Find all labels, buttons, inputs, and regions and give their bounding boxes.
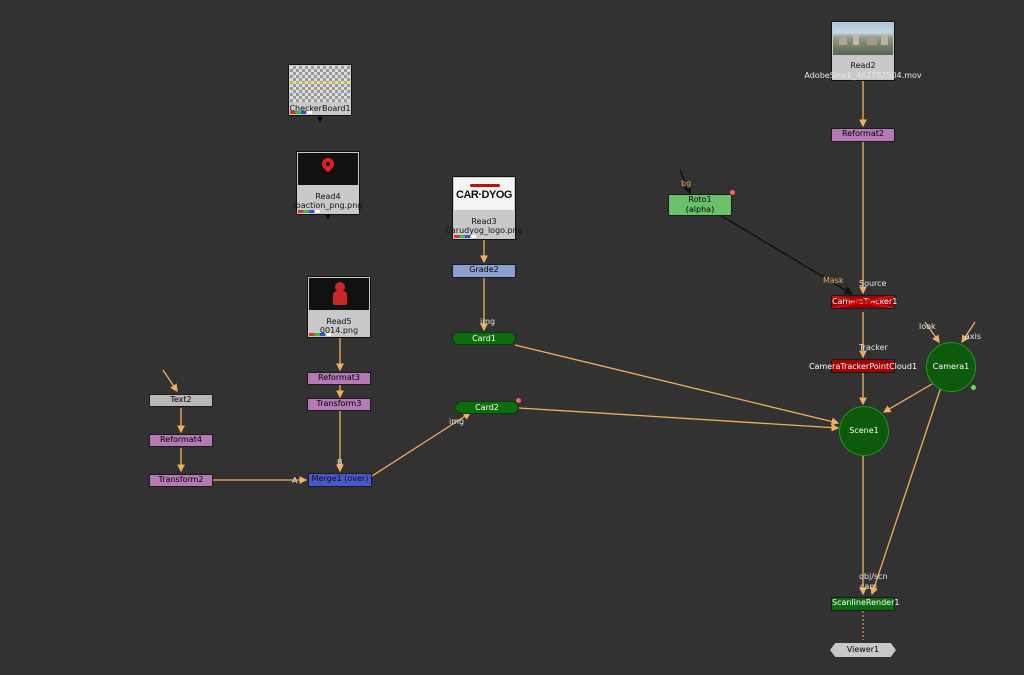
input-label-bg: bg (681, 179, 692, 188)
read2-thumbnail (833, 23, 893, 55)
read4-node[interactable]: Read4 loaction_png.png (294, 151, 362, 215)
checkerboard-label: CheckerBoard1 (289, 104, 351, 113)
checkerboard-thumbnail (290, 66, 350, 102)
edge-camera-scanline (870, 383, 943, 596)
read5-node[interactable]: Read5 0014.png (307, 276, 371, 338)
text2-node[interactable]: Text2 (149, 394, 213, 407)
input-label-look: look (919, 322, 936, 331)
edge-bg-roto (679, 169, 692, 195)
reformat4-node[interactable]: Reformat4 (149, 434, 213, 447)
read5-name: Read5 (326, 317, 352, 326)
edge-roto-tracker-mask (719, 214, 854, 295)
read4-name: Read4 (315, 192, 341, 201)
roto1-output: (alpha) (685, 205, 715, 214)
read5-file: 0014.png (319, 326, 359, 335)
input-label-a: A (292, 476, 298, 485)
edge-card2-scene (518, 407, 840, 432)
read4-file: loaction_png.png (293, 201, 363, 210)
input-label-mask: Mask (823, 276, 844, 285)
transform3-node[interactable]: Transform3 (307, 398, 371, 411)
read3-logo: CAR·DYOG (456, 189, 512, 201)
scene1-label: Scene1 (849, 426, 879, 435)
read5-channel-strip (309, 333, 331, 336)
read2-node[interactable]: Read2 AdobeStock_462782504.mov (804, 21, 922, 81)
input-label-img-card2: img (449, 417, 465, 426)
input-label-cam: cam (860, 582, 878, 591)
scanline-node[interactable]: ScanlineRender1 (831, 597, 899, 611)
card2-label: Card2 (475, 403, 499, 412)
read2-name: Read2 (850, 61, 876, 70)
reformat3-node[interactable]: Reformat3 (307, 372, 371, 385)
checkerboard-node[interactable]: CheckerBoard1 (288, 64, 352, 116)
merge1-node[interactable]: Merge1 (over) (308, 473, 372, 487)
roto1-node[interactable]: Roto1 (alpha) (668, 194, 732, 216)
transform2-node[interactable]: Transform2 (149, 474, 213, 487)
read3-channel-strip (454, 235, 476, 238)
read5-thumbnail (309, 278, 369, 310)
edge-axis-camera (961, 321, 976, 344)
edge-look-camera (924, 321, 940, 344)
edge-camera-scene (882, 383, 933, 413)
viewer-node[interactable]: Viewer1 (830, 643, 896, 657)
camera1-node[interactable]: Camera1 (926, 342, 976, 392)
input-label-b: B (337, 458, 343, 467)
read3-name: Read3 (471, 217, 497, 226)
card1-node[interactable]: Card1 (452, 332, 516, 345)
reformat2-node[interactable]: Reformat2 (831, 128, 895, 142)
roto1-name: Roto1 (688, 195, 712, 204)
card1-label: Card1 (472, 334, 496, 343)
read3-node[interactable]: CAR·DYOG Read3 Carudyog_logo.png (445, 176, 523, 240)
edge-text2-input (162, 369, 178, 393)
scene1-node[interactable]: Scene1 (839, 406, 889, 456)
read3-thumbnail: CAR·DYOG (454, 178, 514, 210)
input-label-source: Source (859, 279, 887, 288)
pointcloud-label: CameraTrackerPointCloud1 (808, 362, 918, 371)
input-label-axis: axis (965, 332, 982, 341)
input-label-tracker: Tracker (859, 343, 888, 352)
read2-file: AdobeStock_462782504.mov (804, 71, 922, 80)
character-icon (335, 282, 345, 292)
viewer-label: Viewer1 (846, 645, 880, 654)
input-label-img-card1: img (480, 317, 496, 326)
roto1-indicator (730, 190, 735, 195)
edge-card1-scene (514, 344, 840, 426)
cameratracker-node[interactable]: CameraTracker1 (831, 295, 897, 309)
disabled-cross-icon (832, 296, 894, 308)
pointcloud-node[interactable]: CameraTrackerPointCloud1 (809, 359, 917, 373)
edge-merge-card2 (371, 412, 472, 477)
grade2-node[interactable]: Grade2 (452, 264, 516, 278)
read4-output-arrow (325, 214, 331, 219)
read3-file: Carudyog_logo.png (445, 226, 523, 235)
checkerboard-channel-strip (290, 111, 312, 114)
read4-thumbnail (298, 153, 358, 185)
camera1-label: Camera1 (932, 362, 970, 371)
card2-node[interactable]: Card2 (455, 401, 519, 414)
input-label-obj-scn: obj/scn (859, 572, 888, 581)
camera1-output-dot (971, 385, 976, 390)
card2-indicator (516, 398, 521, 403)
read4-channel-strip (298, 210, 320, 213)
checkerboard-output-arrow (317, 117, 323, 122)
